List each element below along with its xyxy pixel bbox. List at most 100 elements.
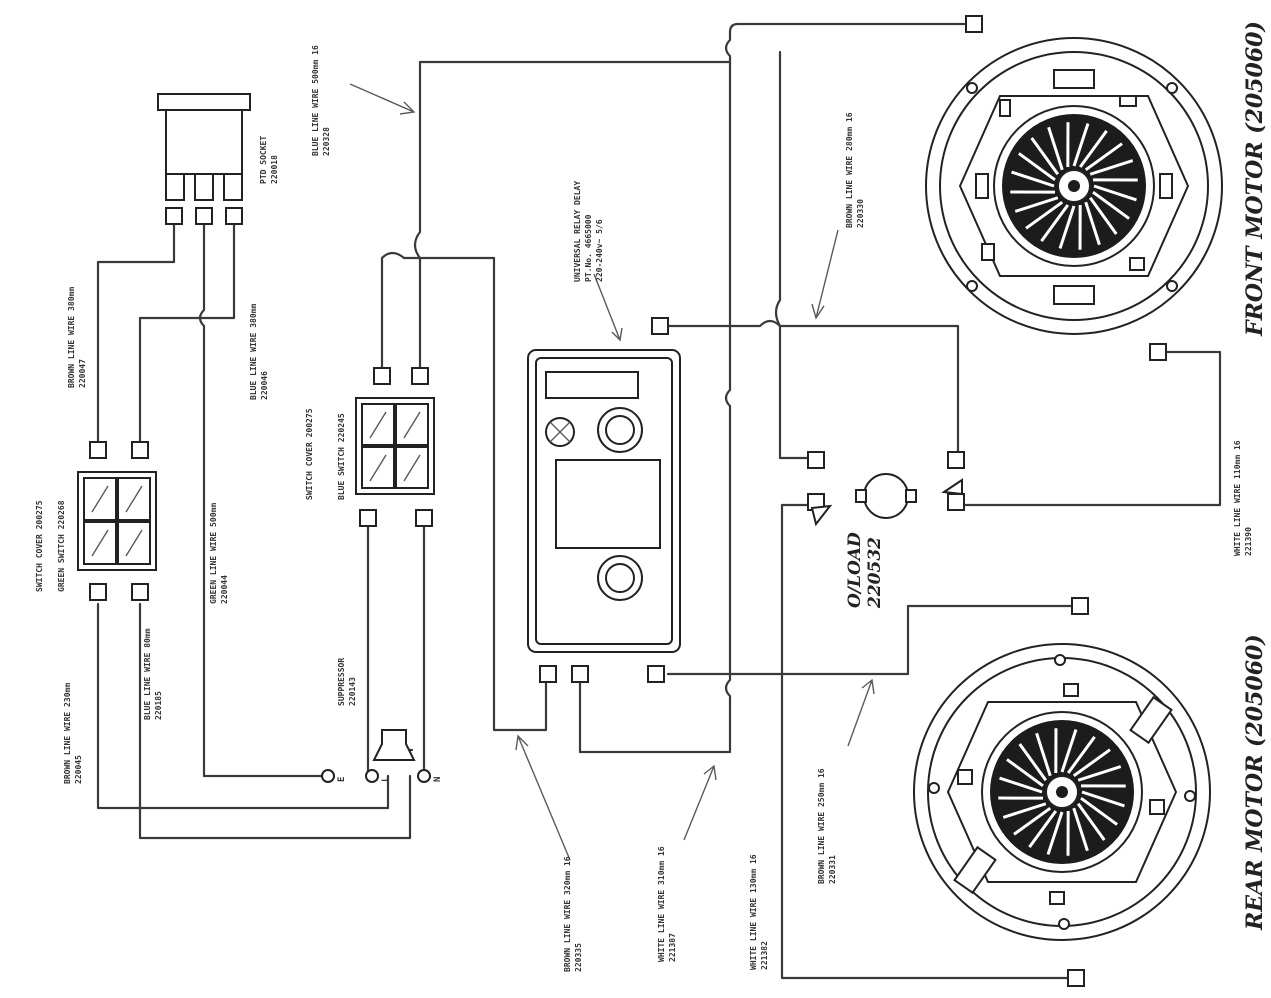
rear-motor [913, 643, 1211, 941]
fan-blade [1072, 748, 1111, 778]
fan-blade [1035, 732, 1052, 777]
wire-relay-switch [380, 251, 548, 732]
switch-cover-mid: SWITCH COVER 200275 [305, 408, 314, 500]
connector [1071, 597, 1089, 615]
wire-label-white-front-pn: 221390 [1244, 527, 1253, 556]
wire-label-brown-relay-pn: 220335 [574, 943, 583, 972]
fan-blade [1047, 126, 1064, 171]
relay-label: UNIVERSAL RELAY DELAY [573, 181, 582, 282]
fan-blade [1092, 190, 1130, 220]
suppressor-pn: 220143 [348, 677, 357, 706]
wire-label-blue-sw: BLUE LINE WIRE 80mm [143, 628, 152, 720]
overload [810, 473, 963, 527]
blue-switch [355, 397, 435, 495]
wire-brown-rear [666, 604, 1074, 676]
front-motor [925, 37, 1223, 335]
green-switch [77, 471, 157, 571]
connector [131, 441, 149, 459]
wire-label-blue-ptd: BLUE LINE WIRE 380mm [249, 303, 258, 400]
ptd-socket-pn: 220018 [270, 155, 279, 184]
connector [225, 207, 243, 225]
fan-blade [1081, 790, 1125, 808]
connector [965, 15, 983, 33]
wire-label-white-rear: WHITE LINE WIRE 130mm 16 [749, 854, 758, 970]
fan-blade [1013, 806, 1052, 836]
connector [131, 583, 149, 601]
wire-label-brown-rear-pn: 220331 [828, 855, 837, 884]
connector [89, 583, 107, 601]
connector [415, 509, 433, 527]
fan-blade [1072, 807, 1089, 852]
wire-overload-rear [780, 503, 1074, 980]
leader-arrows [349, 83, 875, 861]
fan-blade [1066, 736, 1096, 774]
wire-label-brown-front-pn: 220330 [856, 199, 865, 228]
connector [647, 665, 665, 683]
fan-blade [1030, 137, 1060, 176]
connector [651, 317, 669, 335]
text-labels: FRONT MOTOR (205060) REAR MOTOR (205060)… [35, 21, 1268, 972]
connector [359, 509, 377, 527]
wire-white-front [953, 350, 1222, 507]
connector [1149, 343, 1167, 361]
relay-unit [527, 349, 681, 653]
fan-blade [1018, 743, 1048, 782]
fan-blade [1084, 142, 1123, 172]
wire-label-blue-top: BLUE LINE WIRE 500mm 16 [311, 45, 320, 156]
wires [96, 22, 1222, 980]
wire-green [198, 216, 324, 778]
terminal-l: L [381, 776, 391, 782]
fan-blade [1014, 196, 1059, 213]
fan-blade [1011, 170, 1055, 188]
fan-blade [1025, 200, 1064, 230]
fan-blade [1002, 802, 1047, 819]
fan-blade [1046, 811, 1064, 855]
fan-blade [1084, 201, 1101, 246]
wire-brown-ptd [96, 216, 176, 450]
wire-label-white-front: WHITE LINE WIRE 110mm 16 [1233, 440, 1242, 556]
wire-label-white-rear-pn: 221382 [760, 941, 769, 970]
fan-blade [1018, 152, 1056, 182]
green-switch-label: GREEN SWITCH 220268 [57, 500, 66, 592]
connector [411, 367, 429, 385]
wire-brown-relay-mid [774, 50, 818, 460]
ptd-socket-label: PTD SOCKET [259, 136, 268, 184]
wire-brown-sw [96, 602, 390, 810]
wire-label-brown-sw-pn: 220045 [74, 755, 83, 784]
wire-label-white-relay-pn: 221387 [668, 933, 677, 962]
fan-blade [1058, 205, 1076, 249]
wire-label-brown-rear: BROWN LINE WIRE 250mm 16 [817, 768, 826, 884]
fan-blade [1060, 729, 1078, 773]
wire-label-brown-ptd: BROWN LINE WIRE 380mm [67, 287, 76, 388]
front-motor-label: FRONT MOTOR (205060) [1242, 21, 1268, 337]
wire-label-brown-relay: BROWN LINE WIRE 320mm 16 [563, 856, 572, 972]
fan-blade [1080, 796, 1118, 826]
connectors [89, 15, 1167, 987]
mains-terminals [321, 769, 431, 783]
wire-front-motor-top [578, 22, 966, 754]
suppressor-label: SUPPRESSOR [337, 658, 346, 706]
terminal-e: E [337, 777, 347, 782]
switch-cover-left: SWITCH COVER 200275 [35, 500, 44, 592]
fan-blade [999, 776, 1043, 794]
oload-label: O/LOAD [845, 532, 865, 608]
connector [195, 207, 213, 225]
wire-label-green: GREEN LINE WIRE 500mm [209, 503, 218, 604]
ptd-socket [157, 93, 251, 201]
fan-blade [1076, 802, 1106, 841]
connector [89, 441, 107, 459]
suppressor [372, 729, 416, 761]
fan-blade [1028, 810, 1058, 848]
wire-label-blue-top-pn: 220328 [322, 127, 331, 156]
wire-label-white-relay: WHITE LINE WIRE 310mm 16 [657, 846, 666, 962]
connector [539, 665, 557, 683]
connector [807, 451, 825, 469]
connector [947, 493, 965, 511]
wire-blue-ptd [138, 216, 236, 450]
connector [947, 451, 965, 469]
wire-label-green-pn: 220044 [220, 575, 229, 604]
wire-label-blue-ptd-pn: 220046 [260, 371, 269, 400]
fan-blade [1093, 184, 1137, 202]
wire-label-blue-sw-pn: 220185 [154, 691, 163, 720]
